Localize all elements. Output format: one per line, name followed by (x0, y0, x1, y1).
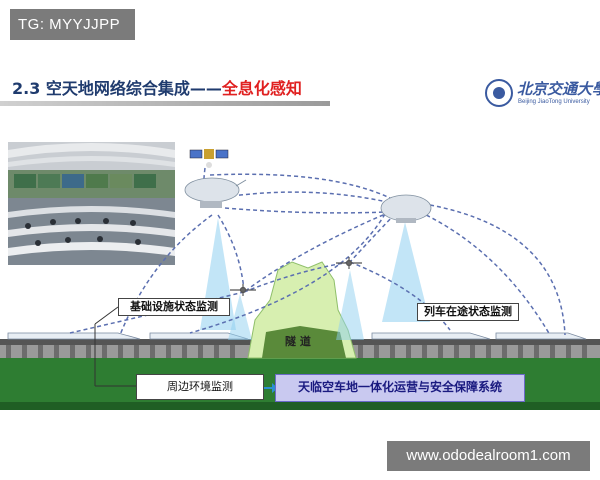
logo-english-name: Beijing JiaoTong University (518, 99, 590, 105)
logo-chinese-name: 北京交通大學 (517, 80, 600, 98)
title-main: 2.3 空天地网络综合集成—— (12, 79, 222, 98)
train-monitoring-label: 列车在途状态监测 (417, 303, 519, 321)
control-room-photo (8, 142, 175, 265)
tunnel-label: 隧 道 (285, 335, 311, 348)
drone-left-icon (230, 284, 256, 296)
satellite-icon (189, 149, 229, 168)
infrastructure-monitoring-label: 基础设施状态监测 (118, 298, 230, 316)
channel-tag-overlay: TG: MYYJJPP (10, 9, 135, 40)
drone-beam-left (228, 294, 252, 340)
environment-monitoring-label: 周边环境监测 (136, 374, 264, 400)
drone-beam-right (336, 270, 364, 340)
airship-beam-right (382, 222, 430, 322)
airship-left-icon (184, 177, 247, 208)
university-logo: 北京交通大學 Beijing JiaoTong University (485, 78, 600, 112)
train-right (371, 332, 587, 340)
integrated-system-box: 天临空车地一体化运营与安全保障系统 (275, 374, 525, 402)
slide-title: 2.3 空天地网络综合集成——全息化感知 (12, 75, 302, 99)
network-links (69, 167, 566, 336)
label-connectors (94, 306, 136, 387)
title-highlight: 全息化感知 (221, 79, 302, 98)
train-left (7, 332, 249, 340)
title-underline-bar (0, 101, 330, 106)
drone-right-icon (336, 257, 362, 269)
website-watermark-overlay: www.ododealroom1.com (387, 441, 590, 471)
tunnel-portal (262, 326, 346, 358)
university-seal-icon (485, 79, 513, 107)
airship-right-icon (380, 194, 432, 223)
